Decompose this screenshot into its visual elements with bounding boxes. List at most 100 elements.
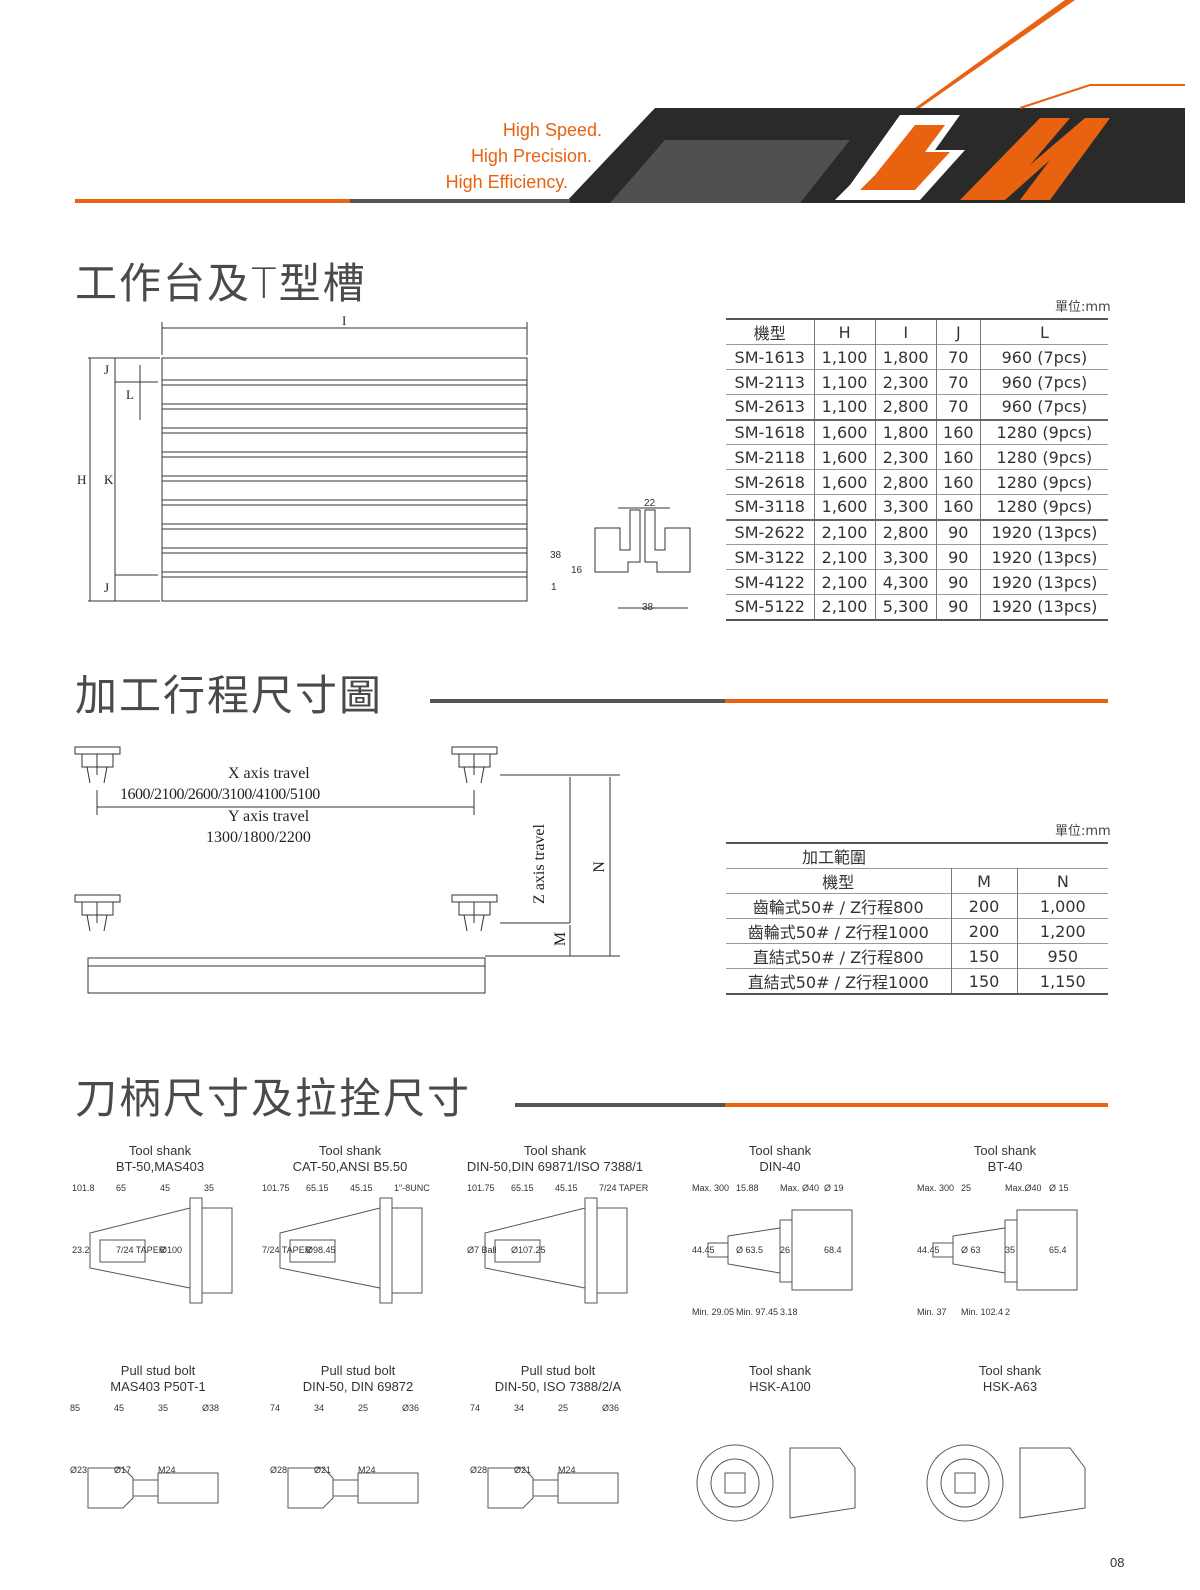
cell: SM-4122 — [734, 572, 805, 592]
cell: SM-2613 — [734, 397, 805, 417]
tool-caption-spec: BT-40 — [987, 1159, 1023, 1174]
dim-label-L: L — [126, 387, 134, 402]
cell: 1,100 — [813, 369, 876, 395]
col-header: 機型 — [822, 873, 855, 892]
tool-drawing — [926, 1444, 1086, 1522]
tool-drawing — [932, 1209, 1078, 1291]
tool-caption-spec: DIN-50, ISO 7388/2/A — [494, 1379, 622, 1394]
cell: 90 — [935, 544, 981, 570]
cell: 1,200 — [1016, 918, 1108, 944]
cell: 1,600 — [813, 494, 876, 520]
dimension-label: Ø107.25 — [511, 1245, 546, 1255]
tool-drawing — [87, 1467, 219, 1509]
tool-caption-spec: DIN-50, DIN 69872 — [302, 1379, 414, 1394]
col-header: J — [935, 319, 981, 345]
slot-dim-top: 22 — [644, 498, 656, 509]
tool-caption-title: Pull stud bolt — [120, 1363, 196, 1378]
slot-dim-gap: 1 — [551, 582, 557, 593]
dimension-label: 45.15 — [555, 1183, 578, 1193]
tool-caption-title: Tool shank — [973, 1143, 1037, 1158]
worktable-diagram — [88, 322, 691, 609]
dimension-label: 7/24 TAPER — [262, 1245, 312, 1255]
travel-diagram — [74, 746, 620, 994]
dimension-label: Max.Ø40 — [1005, 1183, 1042, 1193]
cell: 200 — [950, 893, 1018, 919]
dimension-label: 45 — [160, 1183, 171, 1193]
dimension-label: Max. 300 — [917, 1183, 955, 1193]
dimension-label: 35 — [1005, 1245, 1016, 1255]
col-header: 機型 — [753, 324, 786, 343]
unit-label: 單位:mm — [1055, 300, 1111, 315]
dimension-label: Ø 63 — [961, 1245, 981, 1255]
dimension-label: Min. 102.4 — [961, 1307, 1004, 1317]
dimension-label: 44.45 — [917, 1245, 940, 1255]
cell: 1,800 — [874, 419, 937, 445]
tool-drawing — [487, 1467, 619, 1509]
dimension-label: 45.15 — [350, 1183, 373, 1193]
cell: 2,100 — [813, 544, 876, 570]
dimension-label: 2 — [1005, 1307, 1011, 1317]
tool-caption-title: Tool shank — [748, 1143, 812, 1158]
cell: SM-1613 — [734, 347, 805, 367]
cell: 200 — [950, 918, 1018, 944]
cell: 2,100 — [813, 519, 876, 545]
table-caption: 加工範圍 — [802, 848, 867, 867]
cell: 2,100 — [813, 569, 876, 595]
cell: 1,800 — [874, 344, 937, 370]
section-divider — [515, 1103, 1108, 1107]
cell: 2,300 — [874, 444, 937, 470]
cell: SM-2618 — [734, 472, 805, 492]
slot-dim-base: 38 — [642, 602, 654, 613]
dimension-label: Ø36 — [602, 1403, 620, 1413]
cell: 1920 (13pcs) — [979, 544, 1108, 570]
tool-drawing — [484, 1197, 628, 1304]
slot-dim-depth: 16 — [571, 565, 583, 576]
dimension-label: 25 — [358, 1403, 369, 1413]
dimension-label: 68.4 — [824, 1245, 842, 1255]
tool-drawing — [287, 1467, 419, 1509]
cell: 1,600 — [813, 419, 876, 445]
cell: 150 — [950, 968, 1018, 994]
dimension-label: Ø38 — [202, 1403, 220, 1413]
dimension-label: Min. 97.45 — [736, 1307, 779, 1317]
cell: 90 — [935, 519, 981, 545]
cell: 1,150 — [1016, 968, 1108, 994]
dim-label-J-top: J — [104, 362, 110, 377]
cell: 160 — [935, 469, 981, 495]
tool-caption-title: Tool shank — [523, 1143, 587, 1158]
cell: SM-3118 — [734, 497, 805, 517]
slogan-line: High Efficiency. — [445, 172, 568, 192]
spindle-icon — [74, 746, 121, 784]
cell: 3,300 — [874, 544, 937, 570]
cell: 齒輪式50# / Z行程1000 — [747, 923, 929, 942]
cell: SM-2113 — [734, 372, 805, 392]
cell: SM-1618 — [734, 422, 805, 442]
z-axis-label: Z axis travel — [530, 824, 548, 904]
dimension-label: Ø100 — [160, 1245, 183, 1255]
dim-label-I: I — [342, 313, 347, 328]
dimension-label: Ø28 — [470, 1465, 488, 1475]
cell: 直結式50# / Z行程800 — [752, 948, 924, 967]
dim-label-K: K — [104, 472, 114, 487]
dimension-label: 23.2 — [72, 1245, 90, 1255]
col-header: I — [874, 319, 937, 345]
cell: 160 — [935, 444, 981, 470]
dimension-label: 26 — [780, 1245, 791, 1255]
cell: 2,800 — [874, 394, 937, 420]
dimension-label: 7/24 TAPER — [599, 1183, 649, 1193]
tool-caption-spec: MAS403 P50T-1 — [110, 1379, 206, 1394]
cell: 960 (7pcs) — [979, 344, 1108, 370]
cell: 1,100 — [813, 394, 876, 420]
